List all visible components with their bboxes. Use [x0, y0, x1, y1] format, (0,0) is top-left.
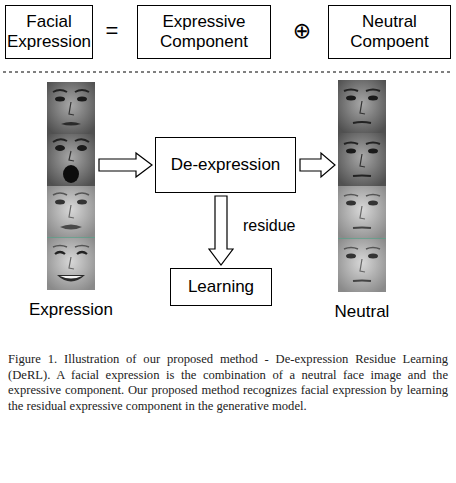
- block-arrow: [300, 153, 335, 177]
- process-box: Learning: [170, 268, 272, 306]
- node-text: Expression: [7, 300, 135, 320]
- expression-faces: [47, 82, 95, 290]
- operator-symbol: =: [100, 18, 124, 44]
- block-arrow: [99, 153, 152, 177]
- block-arrow: [209, 196, 233, 265]
- edge-label: residue: [243, 217, 295, 235]
- operator-symbol: ⊕: [288, 18, 316, 44]
- node-text: Facial Expression: [4, 12, 94, 52]
- node-text: Neutral Compoent: [329, 12, 450, 52]
- process-box: De-expression: [155, 137, 296, 193]
- formula-box: Neutral Compoent: [328, 5, 451, 59]
- node-text: Neutral: [298, 302, 426, 322]
- node-text: Expressive Component: [138, 12, 270, 52]
- formula-box: Facial Expression: [5, 5, 93, 59]
- node-text: Learning: [185, 277, 257, 297]
- formula-box: Expressive Component: [137, 5, 271, 59]
- node-text: De-expression: [168, 155, 284, 175]
- face-column: Neutral: [338, 80, 386, 292]
- face-column: Expression: [47, 82, 95, 290]
- dashed-separator: [3, 72, 453, 73]
- neutral-faces: [338, 80, 386, 292]
- figure-caption: Figure 1. Illustration of our proposed m…: [8, 352, 448, 414]
